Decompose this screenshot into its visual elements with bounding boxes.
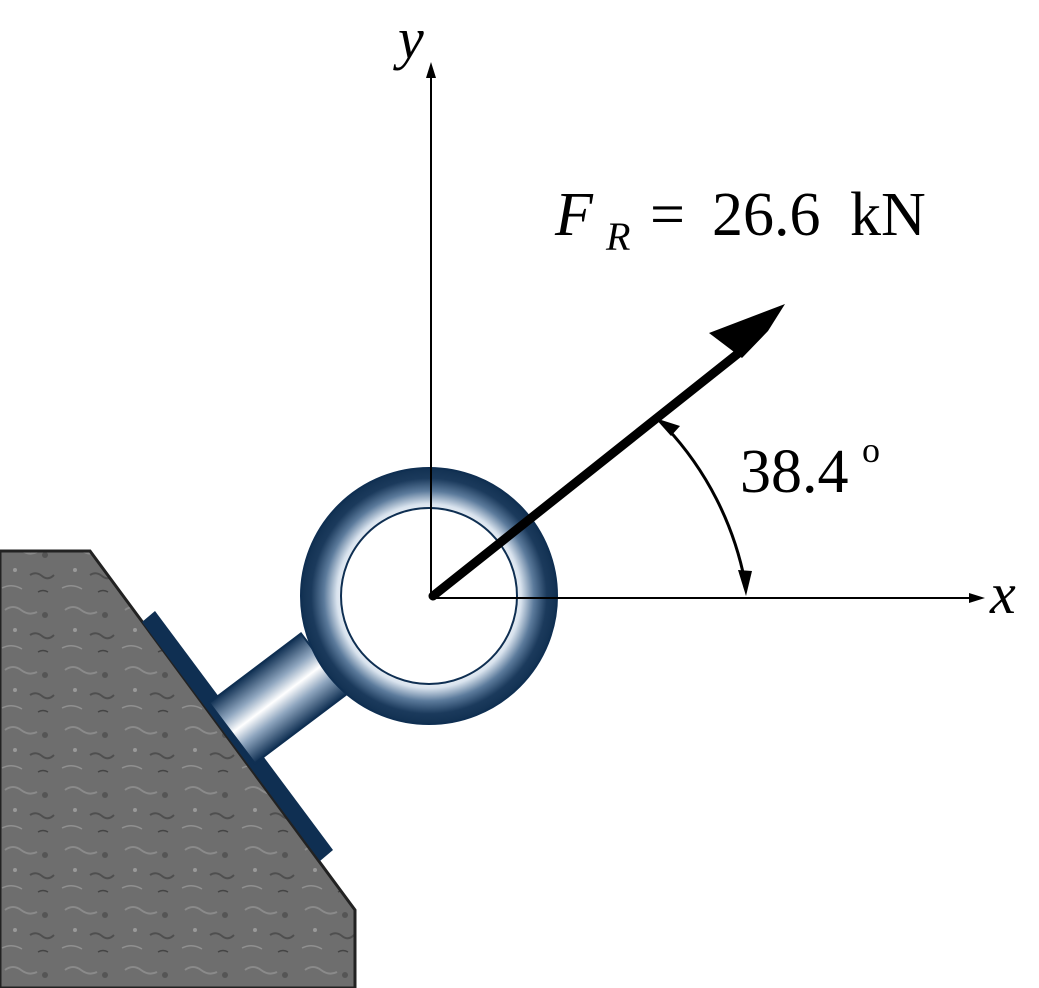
- force-label: F R = 26.6 kN: [554, 181, 926, 259]
- angle-label: 38.4 o: [740, 430, 880, 506]
- force-equals: =: [650, 181, 685, 249]
- x-axis-label: x: [989, 561, 1016, 626]
- y-axis-label: y: [393, 6, 424, 71]
- force-vector-arrow: [428, 304, 785, 601]
- force-subscript: R: [605, 214, 630, 259]
- force-symbol: F: [554, 181, 594, 249]
- rock-wall: [0, 549, 357, 988]
- angle-value: 38.4: [740, 438, 849, 506]
- force-unit: kN: [850, 181, 926, 249]
- angle-arc: [655, 418, 752, 596]
- eyebolt-ring: [299, 467, 559, 725]
- x-axis: [431, 593, 985, 603]
- angle-degree-symbol: o: [862, 430, 880, 470]
- y-axis: [426, 62, 436, 596]
- force-magnitude: 26.6: [712, 181, 821, 249]
